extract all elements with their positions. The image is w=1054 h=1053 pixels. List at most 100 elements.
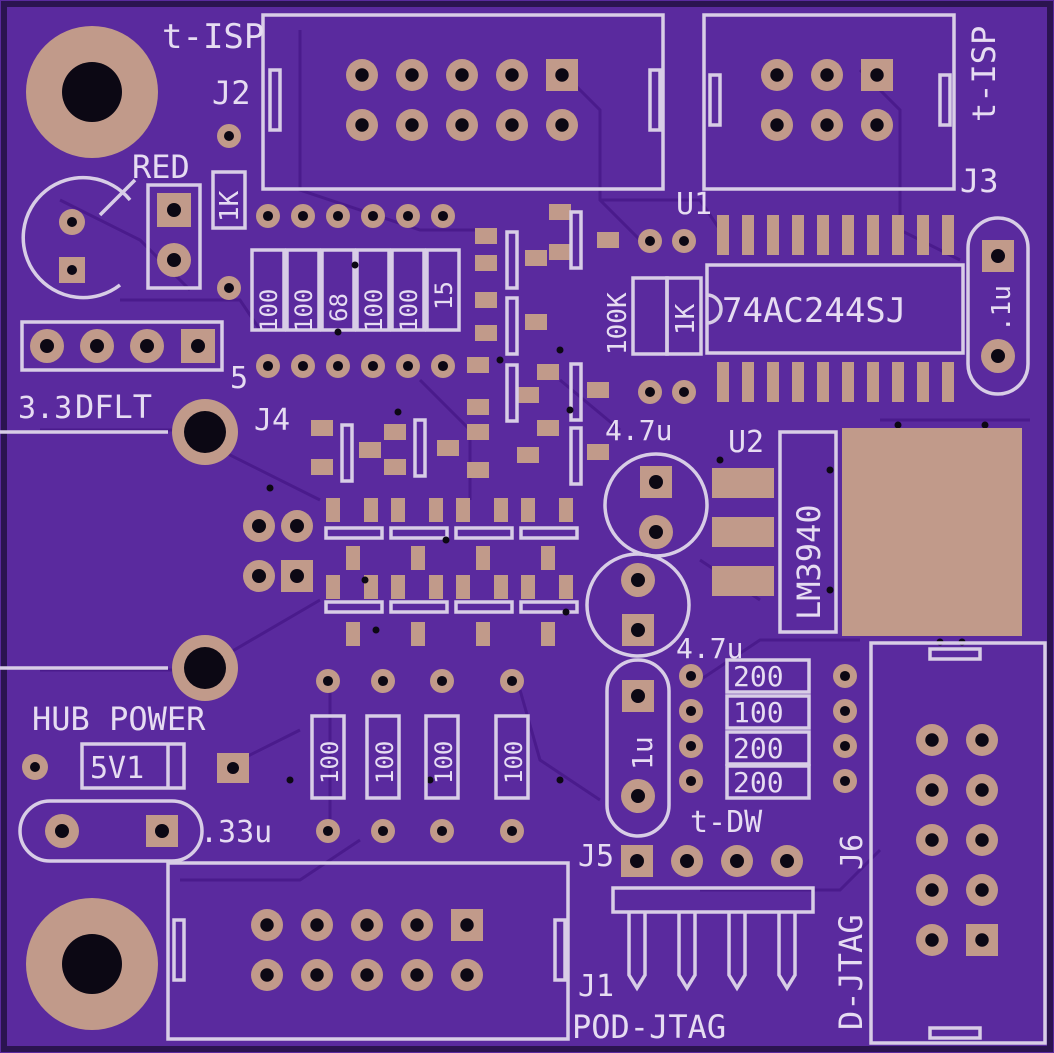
smd-pad bbox=[521, 498, 535, 522]
smd-body bbox=[569, 362, 583, 422]
smd-pad bbox=[467, 462, 489, 478]
drill-hole bbox=[367, 360, 379, 372]
drill-hole bbox=[436, 825, 448, 837]
smd-pad bbox=[521, 575, 535, 599]
drill-hole bbox=[297, 360, 309, 372]
ic-pin bbox=[817, 215, 829, 255]
drill-hole bbox=[405, 118, 419, 132]
label-dflt-33: 3.3 bbox=[18, 391, 72, 426]
label-r-100-c: 100 bbox=[360, 289, 388, 332]
smd-pad bbox=[559, 498, 573, 522]
resistor-1k-top bbox=[211, 124, 247, 300]
drill-hole bbox=[455, 68, 469, 82]
smd-pad bbox=[541, 622, 555, 646]
resistor-100k-1k bbox=[631, 276, 703, 356]
smd-pad bbox=[364, 498, 378, 522]
resistor-body bbox=[355, 248, 391, 332]
ic-pin bbox=[867, 215, 879, 255]
drill-hole bbox=[437, 360, 449, 372]
label-cap-1u-top: .1u bbox=[987, 285, 1017, 332]
drill-hole bbox=[839, 670, 851, 682]
drill-hole bbox=[975, 833, 989, 847]
label-u1: U1 bbox=[676, 187, 712, 222]
ic-pin bbox=[942, 215, 954, 255]
smd-pad bbox=[311, 420, 333, 436]
mounting-hole-j4-top bbox=[172, 399, 238, 465]
label-j2: J2 bbox=[212, 74, 251, 112]
drill-hole bbox=[402, 360, 414, 372]
label-r-100-g: 100 bbox=[371, 741, 399, 784]
smd-pad bbox=[475, 325, 497, 341]
label-r-1k-top: 1K bbox=[215, 190, 245, 222]
drill-hole bbox=[402, 210, 414, 222]
resistor-body bbox=[365, 714, 401, 800]
smd-body bbox=[324, 600, 384, 614]
drill-hole bbox=[505, 118, 519, 132]
label-lm3940: LM3940 bbox=[790, 504, 828, 620]
label-cap-1u-mid: 1u bbox=[626, 736, 659, 770]
drill-hole bbox=[555, 118, 569, 132]
label-zener: 5V1 bbox=[90, 751, 144, 786]
drill-hole bbox=[820, 68, 834, 82]
smd-pad bbox=[437, 440, 459, 456]
smd-pad bbox=[411, 546, 425, 570]
ic-pin bbox=[892, 215, 904, 255]
drill-hole bbox=[506, 675, 518, 687]
drill-hole bbox=[975, 933, 989, 947]
drill-hole bbox=[260, 918, 274, 932]
ic-pin bbox=[842, 215, 854, 255]
ic-pin bbox=[917, 215, 929, 255]
via bbox=[496, 356, 504, 364]
smd-pad bbox=[384, 424, 406, 440]
smd-body bbox=[519, 526, 579, 540]
via bbox=[394, 408, 402, 416]
resistor-body bbox=[424, 714, 460, 800]
smd-pad bbox=[475, 292, 497, 308]
connector-j3 bbox=[702, 13, 956, 191]
smd-pad bbox=[429, 498, 443, 522]
smd-pad bbox=[467, 357, 489, 373]
drill-hole bbox=[685, 705, 697, 717]
drill-hole bbox=[820, 118, 834, 132]
smd-pad bbox=[326, 575, 340, 599]
mounting-hole-top-left bbox=[26, 26, 158, 158]
mounting-hole-bottom-left bbox=[26, 898, 158, 1030]
drill-hole bbox=[322, 675, 334, 687]
label-cap-47u-top: 4.7u bbox=[605, 414, 672, 447]
header-3v3-dflt bbox=[20, 320, 224, 372]
via bbox=[894, 421, 902, 429]
smd-pad bbox=[467, 399, 489, 415]
drill-hole bbox=[925, 733, 939, 747]
resistor-body bbox=[425, 248, 461, 332]
label-t-isp-right: t-ISP bbox=[965, 26, 1003, 122]
smd-body bbox=[569, 210, 583, 270]
label-r-100-f: 100 bbox=[316, 741, 344, 784]
smd-pad bbox=[587, 382, 609, 398]
drill-hole bbox=[437, 210, 449, 222]
led-red bbox=[21, 175, 137, 300]
drill-hole bbox=[925, 933, 939, 947]
smd-pad bbox=[311, 459, 333, 475]
smd-pad bbox=[549, 204, 571, 220]
connector-j2 bbox=[261, 13, 665, 191]
smd-pad bbox=[456, 498, 470, 522]
via bbox=[566, 406, 574, 414]
smd-pad bbox=[429, 575, 443, 599]
smd-pad bbox=[391, 575, 405, 599]
smd-pad bbox=[494, 498, 508, 522]
drill-hole bbox=[410, 918, 424, 932]
drill-hole bbox=[355, 68, 369, 82]
smd-pad bbox=[411, 622, 425, 646]
drill-hole bbox=[685, 670, 697, 682]
label-r-100-d: 100 bbox=[395, 289, 423, 332]
smd-pad bbox=[597, 232, 619, 248]
drill-hole bbox=[310, 968, 324, 982]
smd-pad bbox=[326, 498, 340, 522]
drill-hole bbox=[332, 210, 344, 222]
jumper-led bbox=[146, 183, 202, 290]
label-r-1k-u1: 1K bbox=[671, 303, 701, 335]
smd-body bbox=[389, 600, 449, 614]
smd-pad bbox=[541, 546, 555, 570]
drill-hole bbox=[925, 833, 939, 847]
